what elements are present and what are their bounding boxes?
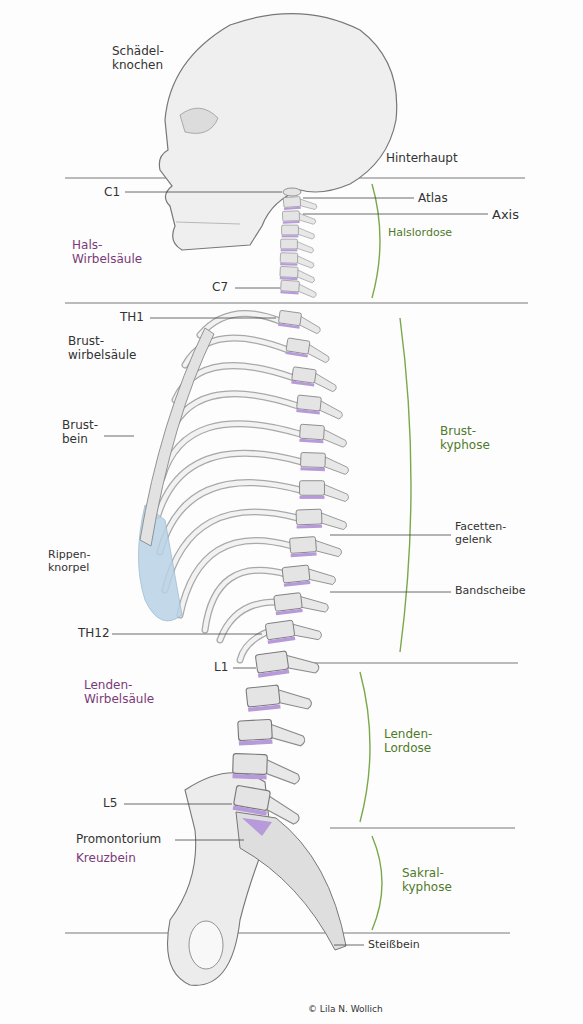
anatomy-label: © Lila N. Wollich xyxy=(308,1004,383,1015)
anatomy-label: Lenden- Wirbelsäule xyxy=(84,678,154,707)
anatomy-label: L1 xyxy=(214,660,228,674)
anatomy-label: Rippen- knorpel xyxy=(48,548,90,574)
anatomy-label: Atlas xyxy=(418,191,448,205)
anatomy-label: Schädel- knochen xyxy=(112,44,164,73)
anatomy-label: Lenden- Lordose xyxy=(384,727,432,756)
anatomy-label: TH1 xyxy=(120,310,144,324)
anatomy-label: C7 xyxy=(212,280,228,294)
anatomy-label: Brust- bein xyxy=(62,418,98,447)
anatomy-label: Hals- Wirbelsäule xyxy=(72,238,142,267)
anatomy-label: Halslordose xyxy=(388,226,452,239)
anatomy-label: Kreuzbein xyxy=(76,851,136,865)
anatomy-label: Brust- wirbelsäule xyxy=(68,334,136,363)
anatomy-label: Promontorium xyxy=(76,832,161,846)
anatomy-label: L5 xyxy=(103,796,117,810)
anatomy-label: C1 xyxy=(104,185,120,199)
anatomy-label: TH12 xyxy=(78,626,110,640)
anatomy-label: Steißbein xyxy=(368,938,420,951)
anatomy-label: Brust- kyphose xyxy=(440,424,490,453)
anatomy-label: Hinterhaupt xyxy=(386,151,458,165)
anatomy-label: Sakral- kyphose xyxy=(402,866,452,895)
anatomy-label: Axis xyxy=(492,207,519,223)
anatomy-label: Bandscheibe xyxy=(455,584,526,597)
anatomy-label: Facetten- gelenk xyxy=(455,520,506,546)
